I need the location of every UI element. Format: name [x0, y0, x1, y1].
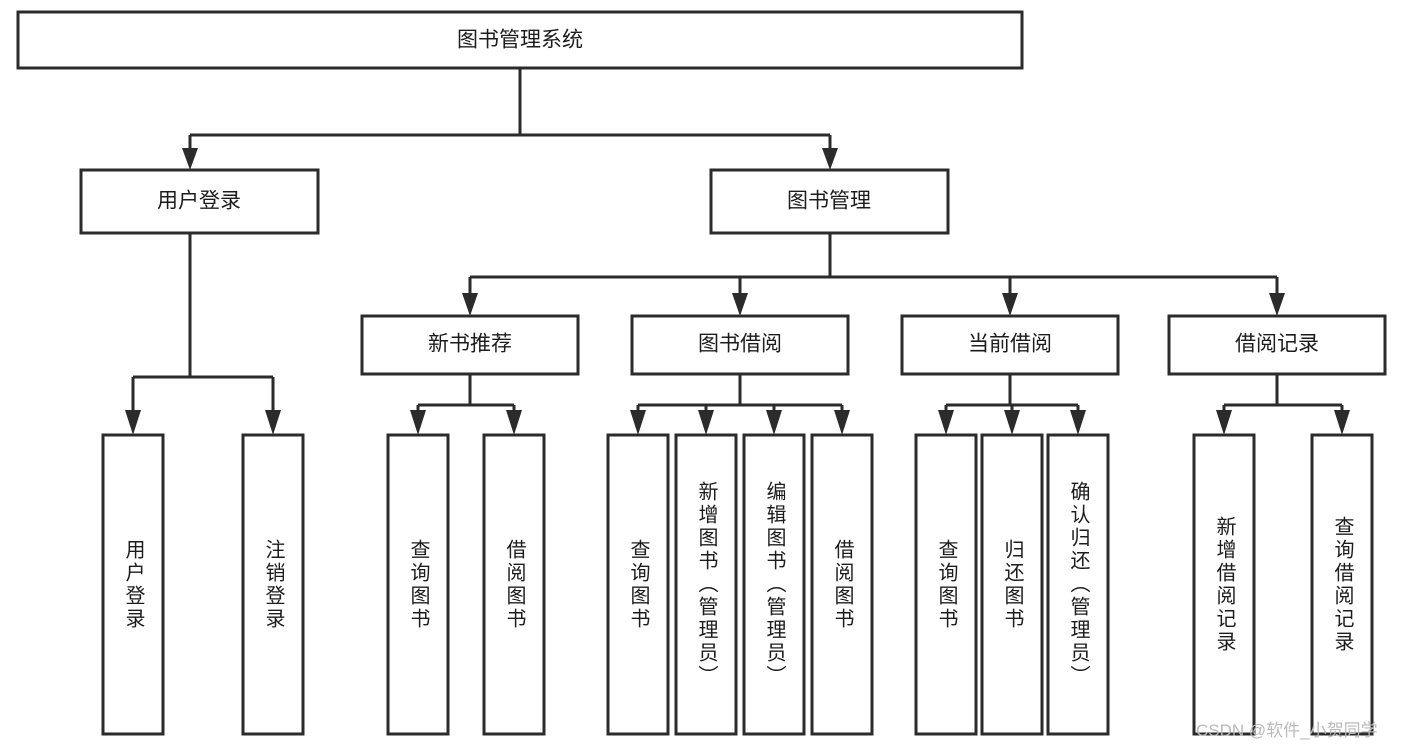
arrow-to-leaf-query-book-2: [630, 410, 646, 435]
leaf-box-query-book-2[interactable]: [606, 433, 670, 736]
leaf-box-logout[interactable]: [241, 433, 305, 736]
leaf-box-query-book-1[interactable]: [386, 433, 450, 736]
arrow-to-leaf-query-record: [1334, 410, 1350, 435]
node-book-borrow-label: 图书借阅: [698, 333, 782, 356]
node-new-book-rec[interactable]: 新书推荐: [360, 314, 580, 376]
leaf-box-query-book-3[interactable]: [914, 433, 978, 736]
node-root[interactable]: 图书管理系统: [16, 10, 1024, 70]
arrow-to-leaf-add-record: [1216, 410, 1232, 435]
arrow-to-leaf-borrow-book-2: [834, 410, 850, 435]
leaf-box-query-record[interactable]: [1310, 433, 1374, 736]
arrow-to-leaf-logout: [265, 410, 281, 435]
node-current-borrow-label: 当前借阅: [968, 333, 1052, 356]
leaf-box-edit-book[interactable]: [742, 433, 806, 736]
connector-group-new-book-rec: [410, 374, 522, 435]
arrow-to-leaf-confirm-return: [1070, 410, 1086, 435]
arrow-to-leaf-edit-book: [766, 410, 782, 435]
connector-group-book-manage: [462, 233, 1285, 316]
node-user-login[interactable]: 用户登录: [79, 168, 320, 235]
leaf-box-add-book[interactable]: [674, 433, 738, 736]
leaf-box-user-login[interactable]: [101, 433, 165, 736]
arrow-to-leaf-return-book: [1004, 410, 1020, 435]
arrow-root-to-user-login: [182, 148, 198, 170]
leaf-box-confirm-return[interactable]: [1046, 433, 1110, 736]
node-book-manage-box[interactable]: [709, 168, 950, 235]
node-current-borrow[interactable]: 当前借阅: [900, 314, 1120, 376]
leaf-box-borrow-book-1[interactable]: [482, 433, 546, 736]
arrow-to-leaf-user-login: [125, 410, 141, 435]
connector-group-book-borrow: [630, 374, 850, 435]
arrow-to-borrow-record: [1269, 293, 1285, 316]
node-book-manage[interactable]: 图书管理: [709, 168, 950, 235]
node-book-borrow-box[interactable]: [630, 314, 850, 376]
node-current-borrow-box[interactable]: [900, 314, 1120, 376]
node-book-manage-label: 图书管理: [787, 190, 871, 213]
node-root-box[interactable]: [16, 10, 1024, 70]
leaf-box-borrow-book-2[interactable]: [810, 433, 874, 736]
node-root-label: 图书管理系统: [457, 29, 583, 52]
connector-group-borrow-record: [1216, 374, 1350, 435]
arrow-root-to-book-manage: [822, 148, 838, 170]
node-borrow-record-box[interactable]: [1167, 314, 1387, 376]
node-new-book-rec-box[interactable]: [360, 314, 580, 376]
connector-group-root: [182, 68, 838, 170]
node-borrow-record-label: 借阅记录: [1235, 333, 1319, 356]
arrow-to-leaf-add-book: [698, 410, 714, 435]
csdn-watermark: CSDN @软件_小贺同学: [1196, 721, 1378, 740]
node-new-book-rec-label: 新书推荐: [428, 333, 512, 356]
connector-group-current-borrow: [938, 374, 1086, 435]
node-book-borrow[interactable]: 图书借阅: [630, 314, 850, 376]
leaf-box-add-record[interactable]: [1192, 433, 1256, 736]
arrow-to-current-borrow: [1002, 293, 1018, 316]
arrow-to-book-borrow: [732, 293, 748, 316]
arrow-to-leaf-query-book-3: [938, 410, 954, 435]
node-user-login-box[interactable]: [79, 168, 320, 235]
arrow-to-leaf-borrow-book-1: [506, 410, 522, 435]
connector-group-user-login: [125, 233, 281, 435]
arrow-to-leaf-query-book-1: [410, 410, 426, 435]
node-user-login-label: 用户登录: [157, 190, 241, 213]
leaf-box-return-book[interactable]: [980, 433, 1044, 736]
node-borrow-record[interactable]: 借阅记录: [1167, 314, 1387, 376]
arrow-to-new-book-rec: [462, 293, 478, 316]
